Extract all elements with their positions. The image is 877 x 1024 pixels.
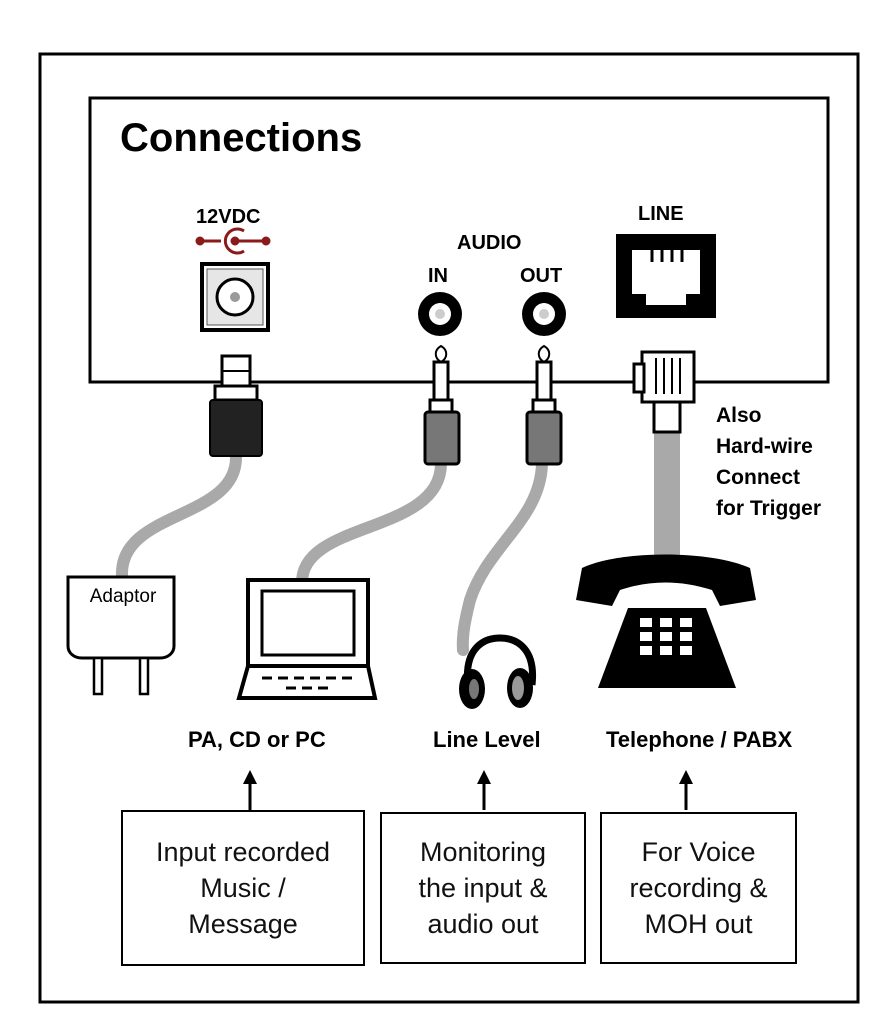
- description-box-monitoring: Monitoring the input & audio out: [380, 812, 586, 964]
- audio-out-jack-icon: [522, 292, 566, 336]
- rj11-plug-icon: [632, 350, 696, 434]
- adaptor-icon: [66, 575, 176, 696]
- adaptor-label: Adaptor: [89, 586, 157, 607]
- description-line: Music /: [200, 873, 286, 903]
- telephone-label: Telephone / PABX: [606, 727, 793, 752]
- laptop-icon: [236, 578, 378, 700]
- hardwire-note-line: Connect: [716, 466, 800, 489]
- description-line: audio out: [427, 909, 539, 939]
- power-polarity-icon: [195, 227, 271, 255]
- pc-cable: [295, 458, 447, 590]
- description-line: For Voice: [641, 837, 756, 867]
- audio-out-plug-icon: [525, 344, 563, 466]
- description-line: the input &: [418, 873, 548, 903]
- audio-port-label: AUDIO: [457, 232, 522, 254]
- hardwire-note-line: Also: [716, 404, 762, 427]
- audio-in-label: IN: [428, 265, 448, 287]
- outer-frame: [38, 52, 860, 1004]
- audio-in-plug-icon: [423, 344, 461, 466]
- dc-plug-icon: [209, 354, 263, 457]
- line-port-label: LINE: [638, 203, 684, 225]
- hardwire-note-line: Hard-wire: [716, 435, 813, 458]
- description-line: Message: [188, 909, 298, 939]
- description-line: Input recorded: [155, 837, 331, 867]
- description-line: Monitoring: [419, 837, 547, 867]
- description-line: MOH out: [644, 909, 753, 939]
- pc-label: PA, CD or PC: [188, 727, 326, 752]
- rj11-jack-icon: [616, 234, 716, 318]
- headphones-icon: [459, 634, 537, 709]
- headphone-cable: [456, 458, 548, 656]
- power-cable: [115, 450, 243, 581]
- audio-out-label: OUT: [520, 265, 563, 287]
- power-port-label: 12VDC: [196, 206, 261, 228]
- page-title: Connections: [120, 116, 363, 160]
- telephone-icon: [576, 554, 756, 688]
- audio-in-jack-icon: [418, 292, 462, 336]
- headphones-label: Line Level: [433, 727, 541, 752]
- description-box-input: Input recorded Music / Message: [121, 810, 365, 966]
- cables: [115, 450, 548, 656]
- hardwire-note-line: for Trigger: [716, 497, 822, 520]
- phone-cable: [654, 432, 680, 566]
- hardwire-note: Also Hard-wire Connect for Trigger: [716, 400, 821, 524]
- description-box-voice: For Voice recording & MOH out: [600, 812, 797, 964]
- description-line: recording &: [629, 873, 768, 903]
- dc-jack-icon: [200, 262, 270, 332]
- arrows: [243, 770, 693, 810]
